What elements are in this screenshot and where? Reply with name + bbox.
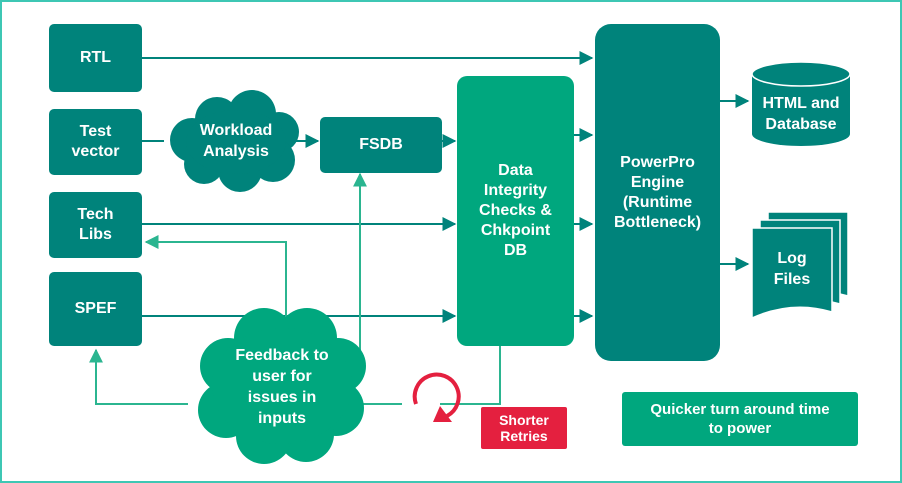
- log-files-stack-shape: [751, 211, 849, 320]
- feedback-to-techlibs-arrow: [144, 235, 287, 340]
- database-cylinder-shape: [751, 61, 851, 146]
- log-files-label: Log Files: [773, 250, 811, 288]
- fsdb-label: FSDB: [359, 136, 403, 153]
- feedback-label: Feedback to user for issues in inputs: [235, 347, 329, 427]
- checkpoint-feedback-line: [440, 346, 501, 405]
- tech-libs-label: Tech Libs: [77, 206, 114, 243]
- quicker-turnaround-note: Quicker turn around time to power: [622, 392, 858, 446]
- feedback-to-spef-arrow: [89, 348, 188, 405]
- spef-label: SPEF: [74, 300, 117, 317]
- rtl-box: RTL: [49, 24, 142, 92]
- checkpoint-db-box: Data Integrity Checks & Chkpoint DB: [457, 76, 574, 346]
- feedback-cloud-shape: [198, 308, 366, 464]
- checkpoint-db-label: Data Integrity Checks & Chkpoint DB: [479, 162, 552, 259]
- html-database-label: HTML and Database: [762, 95, 840, 133]
- rtl-label: RTL: [79, 49, 112, 66]
- retry-cycle-icon: [412, 372, 461, 422]
- powerpro-engine-box: PowerPro Engine (Runtime Bottleneck): [595, 24, 720, 361]
- workload-analysis-label: Workload Analysis: [199, 122, 273, 160]
- shorter-retries-badge: Shorter Retries: [481, 407, 567, 449]
- powerpro-engine-label: PowerPro Engine (Runtime Bottleneck): [613, 153, 702, 231]
- fsdb-box: FSDB: [320, 117, 442, 173]
- test-vector-box: Test vector: [49, 109, 142, 175]
- spef-box: SPEF: [49, 272, 142, 346]
- tech-libs-box: Tech Libs: [49, 192, 142, 258]
- test-vector-label: Test vector: [71, 123, 120, 160]
- workload-cloud-shape: [170, 90, 299, 192]
